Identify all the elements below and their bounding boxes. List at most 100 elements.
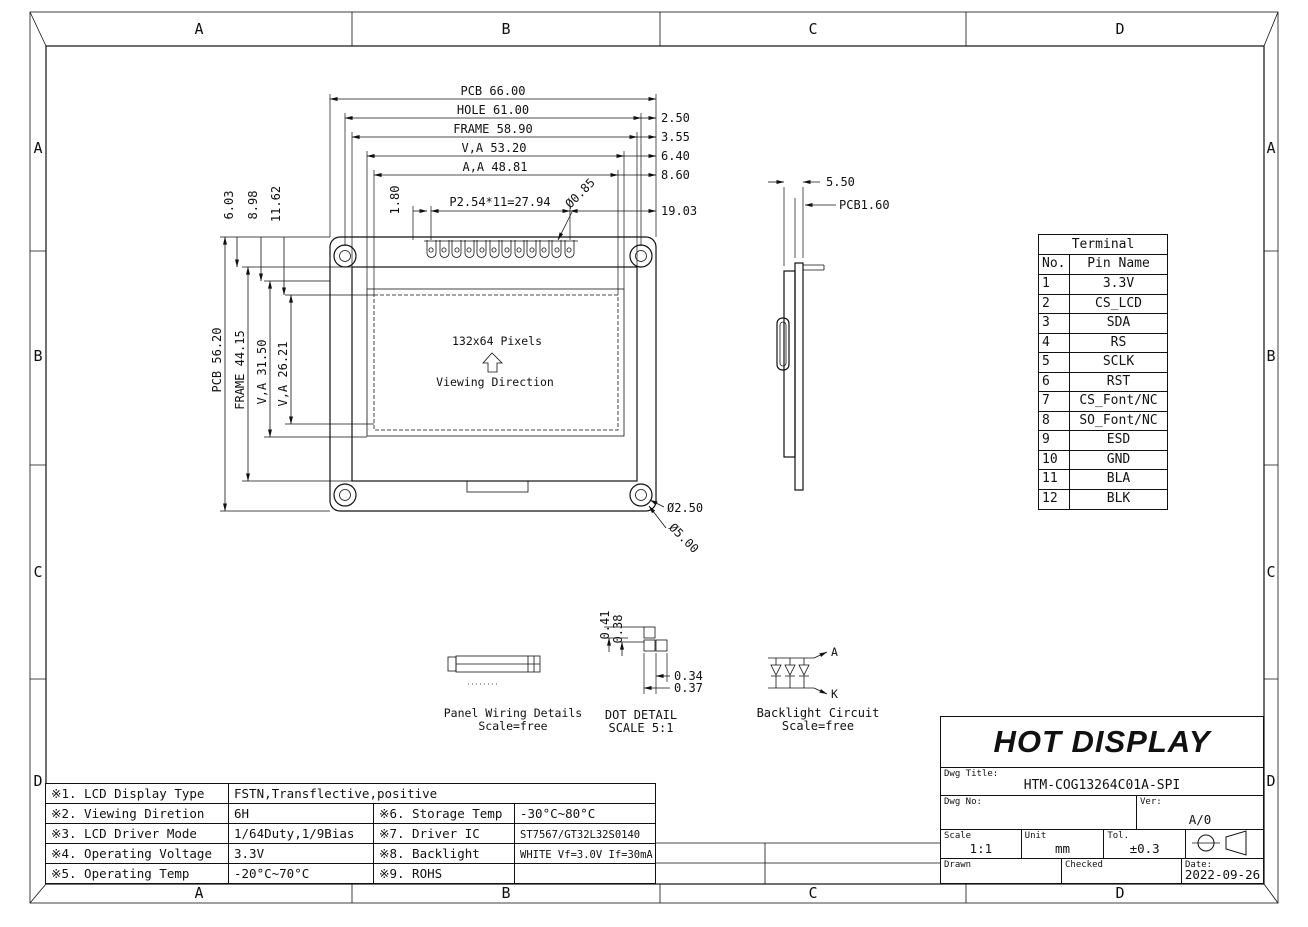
dim-va-height-2: V,A 26.21 xyxy=(276,341,290,406)
spec-key: ※1. LCD Display Type xyxy=(51,786,205,801)
panel-wiring-detail: Panel Wiring Details Scale=free xyxy=(444,655,582,733)
dim-pin-pitch: P2.54*11=27.94 xyxy=(449,195,550,209)
pin-number: 9 xyxy=(1039,431,1070,450)
zone-letter: B xyxy=(33,347,42,365)
pin-number: 1 xyxy=(1039,275,1070,294)
version-cell: Ver: A/0 xyxy=(1136,796,1263,829)
spec-row: ※1. LCD Display Type FSTN,Transflective,… xyxy=(46,784,655,803)
spec-value: -30°C~80°C xyxy=(514,804,655,823)
dwg-no-row: Dwg No: Ver: A/0 xyxy=(941,795,1263,829)
dim-thickness: 5.50 xyxy=(826,175,855,189)
dim-frame-height: FRAME 44.15 xyxy=(233,330,247,409)
zone-letter: D xyxy=(1266,772,1275,790)
spec-value: ST7567/GT32L32S0140 xyxy=(514,824,655,843)
version-value: A/0 xyxy=(1188,812,1212,827)
pin-name: CS_Font/NC xyxy=(1079,393,1158,408)
pin-name: 3.3V xyxy=(1102,276,1135,291)
dim-top-offset-2: 8.98 xyxy=(246,191,260,220)
panel-wiring-title: Panel Wiring Details xyxy=(444,706,582,720)
dim-top-offset-1: 6.03 xyxy=(222,191,236,220)
dim-pin-hole-dia: Ø0.85 xyxy=(562,175,597,210)
dim-aa-width: A,A 48.81 xyxy=(462,160,527,174)
dim-hole-dia: Ø2.50 xyxy=(667,501,703,515)
spec-value: -20°C~70°C xyxy=(228,864,373,883)
dot-dim-2: 0.38 xyxy=(611,615,625,644)
zone-letter: D xyxy=(33,772,42,790)
zone-letter: C xyxy=(808,884,817,902)
pin-name: SCLK xyxy=(1102,354,1135,369)
scale-cell: Scale 1:1 xyxy=(941,830,1021,858)
spec-key: ※3. LCD Driver Mode xyxy=(51,826,197,841)
spec-key: ※6. Storage Temp xyxy=(373,804,514,823)
tolerance-cell: Tol. ±0.3 xyxy=(1103,830,1185,858)
spec-key: ※8. Backlight xyxy=(373,844,514,863)
spec-value: 1/64Duty,1/9Bias xyxy=(228,824,373,843)
zone-letter: D xyxy=(1115,884,1124,902)
tolerance-value: ±0.3 xyxy=(1129,841,1160,856)
viewing-direction-label: Viewing Direction xyxy=(436,375,554,389)
dwg-title-value: HTM-COG13264C01A-SPI xyxy=(1023,778,1181,793)
zone-letter: A xyxy=(1266,139,1275,157)
third-angle-projection-icon xyxy=(1192,830,1247,856)
signature-row: Drawn Checked Date: 2022-09-26 xyxy=(941,858,1263,884)
pin-number: 5 xyxy=(1039,353,1070,372)
pin-name: GND xyxy=(1106,451,1131,467)
terminal-col-pin: Pin Name xyxy=(1087,256,1150,271)
dot-dim-1: 0.41 xyxy=(598,611,612,640)
sheet-frame xyxy=(29,11,1279,904)
dwg-no-label: Dwg No: xyxy=(944,797,982,807)
backlight-scale: Scale=free xyxy=(782,719,854,733)
dwg-title-cell: Dwg Title: HTM-COG13264C01A-SPI xyxy=(941,767,1263,795)
zone-letters: A B C D A B C D A B C D A B C D xyxy=(33,20,1275,902)
zone-letter: C xyxy=(33,563,42,581)
unit-label: Unit xyxy=(1024,831,1047,841)
date-cell: Date: 2022-09-26 xyxy=(1181,859,1263,884)
spec-value: FSTN,Transflective,positive xyxy=(228,784,655,803)
version-label: Ver: xyxy=(1140,797,1162,807)
checked-cell: Checked xyxy=(1061,859,1181,884)
spec-key: ※5. Operating Temp xyxy=(51,866,190,881)
spec-row: ※5. Operating Temp -20°C~70°C ※9. ROHS xyxy=(46,863,655,883)
pin-name: CS_LCD xyxy=(1095,295,1142,311)
dim-pin-edge: 1.80 xyxy=(388,186,402,215)
company-name: HOT DISPLAY xyxy=(993,724,1211,759)
pin-number: 2 xyxy=(1039,294,1070,313)
pin-name: ESD xyxy=(1106,432,1131,447)
dim-pad-dia: Ø5.00 xyxy=(666,520,701,555)
tolerance-label: Tol. xyxy=(1107,831,1130,841)
pin-holes xyxy=(428,247,572,253)
dot-detail-scale: SCALE 5:1 xyxy=(608,721,673,735)
dim-pcb-width: PCB 66.00 xyxy=(460,84,525,98)
dim-frame-offset: 3.55 xyxy=(661,130,690,144)
drawn-cell: Drawn xyxy=(941,859,1061,884)
pin-number: 7 xyxy=(1039,392,1070,411)
terminal-row: 9 ESD xyxy=(1039,431,1167,451)
pin-name: BLK xyxy=(1106,490,1131,506)
terminal-row: 2 CS_LCD xyxy=(1039,294,1167,314)
dim-aa-offset: 8.60 xyxy=(661,168,690,182)
terminal-row: 7 CS_Font/NC xyxy=(1039,392,1167,412)
backlight-cathode-label: K xyxy=(831,687,838,701)
pin-number: 10 xyxy=(1039,450,1070,469)
terminal-table-header: No. Pin Name xyxy=(1039,255,1167,275)
spec-value: 6H xyxy=(228,804,373,823)
dim-pin-offset-right: 19.03 xyxy=(661,204,697,218)
dwg-no-cell: Dwg No: xyxy=(941,796,1136,829)
zone-letter: D xyxy=(1115,20,1124,38)
spec-key: ※4. Operating Voltage xyxy=(51,846,212,861)
led-icon xyxy=(770,664,810,677)
pin-name: SDA xyxy=(1106,315,1131,330)
scale-label: Scale xyxy=(944,831,972,841)
unit-cell: Unit mm xyxy=(1020,830,1104,858)
scale-row: Scale 1:1 Unit mm Tol. ±0.3 xyxy=(941,829,1263,858)
pin-name: RS xyxy=(1110,334,1127,350)
empty-grid xyxy=(656,842,940,884)
pin-name: RST xyxy=(1106,373,1131,389)
